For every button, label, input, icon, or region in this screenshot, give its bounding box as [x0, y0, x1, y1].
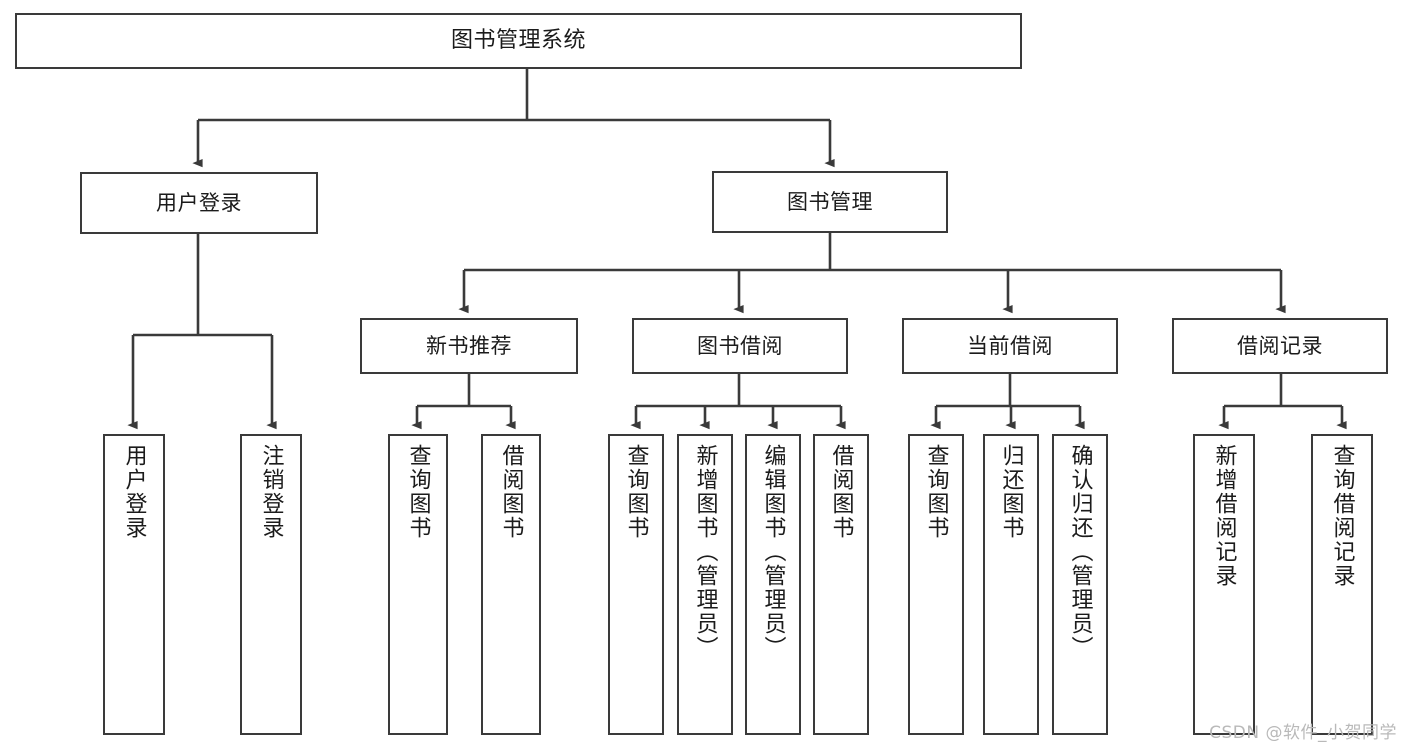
- node-label: 新增图书（管理员）: [692, 444, 718, 660]
- node-label: 查询图书: [923, 444, 949, 540]
- node-label: 归还图书: [998, 444, 1024, 540]
- node-leaf-borrow-book-rec[interactable]: 借阅图书: [481, 434, 541, 735]
- node-label: 图书管理系统: [450, 28, 586, 54]
- node-label: 借阅记录: [1237, 333, 1323, 358]
- node-borrow-record[interactable]: 借阅记录: [1172, 318, 1388, 374]
- csdn-watermark: CSDN @软件_小贺同学: [1209, 723, 1397, 743]
- node-label: 查询借阅记录: [1329, 444, 1355, 588]
- node-label: 当前借阅: [967, 333, 1053, 358]
- node-book-borrow[interactable]: 图书借阅: [632, 318, 848, 374]
- node-leaf-query-book-rec[interactable]: 查询图书: [388, 434, 448, 735]
- node-leaf-confirm-return-admin[interactable]: 确认归还（管理员）: [1052, 434, 1108, 735]
- node-label: 确认归还（管理员）: [1067, 444, 1093, 660]
- node-leaf-user-login[interactable]: 用户登录: [103, 434, 165, 735]
- node-label: 注销登录: [258, 444, 284, 540]
- node-label: 用户登录: [121, 444, 147, 540]
- node-label: 用户登录: [156, 190, 242, 215]
- node-label: 借阅图书: [498, 444, 524, 540]
- node-current-borrow[interactable]: 当前借阅: [902, 318, 1118, 374]
- node-label: 图书管理: [787, 189, 873, 214]
- node-leaf-add-borrow-record[interactable]: 新增借阅记录: [1193, 434, 1255, 735]
- node-label: 新增借阅记录: [1211, 444, 1237, 588]
- node-label: 编辑图书（管理员）: [760, 444, 786, 660]
- node-root-system[interactable]: 图书管理系统: [15, 13, 1022, 69]
- node-leaf-borrow-book[interactable]: 借阅图书: [813, 434, 869, 735]
- node-leaf-edit-book-admin[interactable]: 编辑图书（管理员）: [745, 434, 801, 735]
- node-label: 查询图书: [623, 444, 649, 540]
- node-leaf-query-book-current[interactable]: 查询图书: [908, 434, 964, 735]
- node-user-login[interactable]: 用户登录: [80, 172, 318, 234]
- node-leaf-logout[interactable]: 注销登录: [240, 434, 302, 735]
- node-label: 图书借阅: [697, 333, 783, 358]
- node-book-management[interactable]: 图书管理: [712, 171, 948, 233]
- node-new-book-recommend[interactable]: 新书推荐: [360, 318, 578, 374]
- node-leaf-add-book-admin[interactable]: 新增图书（管理员）: [677, 434, 733, 735]
- node-leaf-return-book[interactable]: 归还图书: [983, 434, 1039, 735]
- node-label: 新书推荐: [426, 333, 512, 358]
- node-label: 借阅图书: [828, 444, 854, 540]
- node-label: 查询图书: [405, 444, 431, 540]
- node-leaf-query-book-borrow[interactable]: 查询图书: [608, 434, 664, 735]
- node-leaf-query-borrow-record[interactable]: 查询借阅记录: [1311, 434, 1373, 735]
